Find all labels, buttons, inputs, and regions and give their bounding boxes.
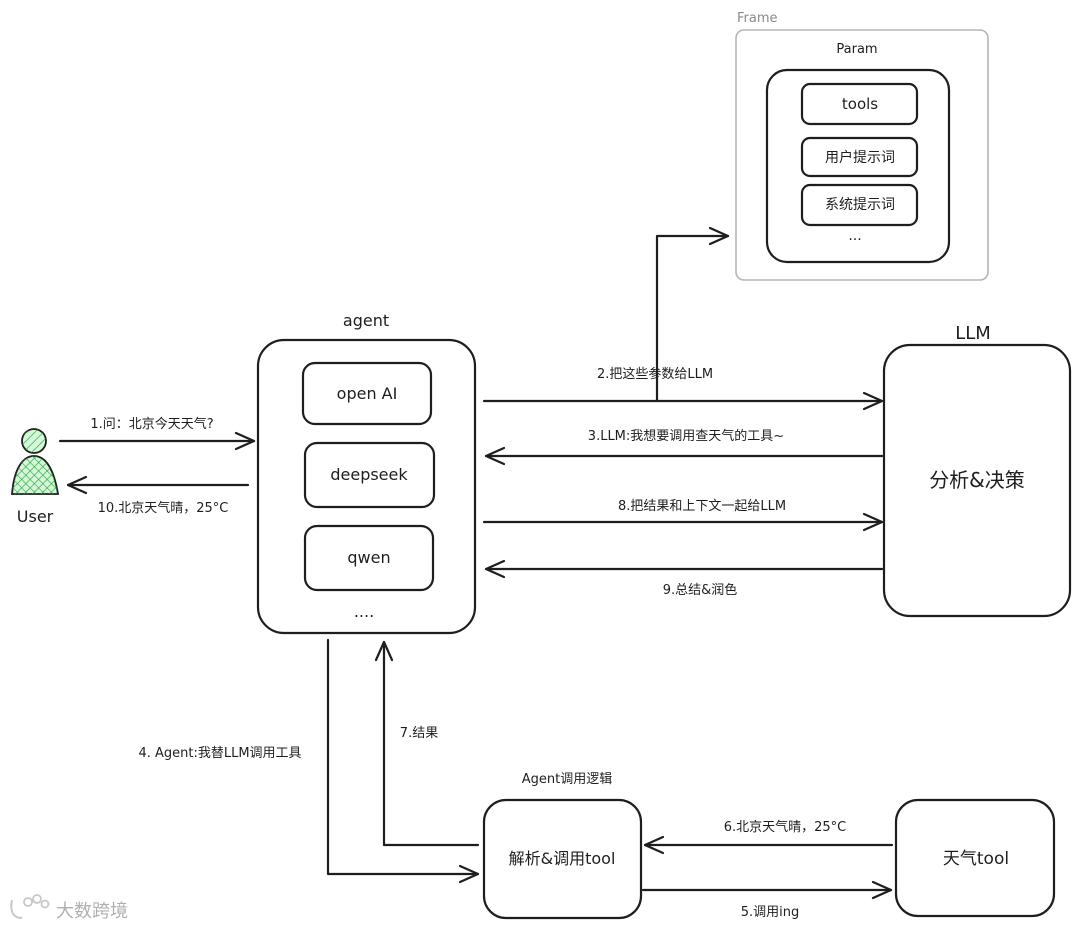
- model-qwen-label: qwen: [347, 548, 390, 567]
- param-item-user-prompt: [800, 136, 919, 178]
- param-item-system-prompt: [800, 183, 919, 227]
- edge-agent-calls-arrowhead: [458, 864, 480, 884]
- param-item-user-prompt-label: 用户提示词: [825, 149, 895, 166]
- tool-box: [894, 798, 1056, 918]
- watermark-logo-icon: [10, 894, 50, 919]
- edge-result-line: [382, 640, 480, 847]
- param-title: Param: [836, 42, 877, 57]
- tool-body: 天气tool: [943, 849, 1009, 869]
- edge-params-arrowhead: [862, 391, 884, 411]
- logic-box: [482, 798, 643, 920]
- edge-result-arrowhead: [374, 640, 394, 662]
- edge-params-label: 2.把这些参数给LLM: [597, 366, 713, 382]
- edge-params-branch-line: [655, 234, 730, 403]
- edge-summary-arrowhead: [484, 559, 506, 579]
- edge-context-label: 8.把结果和上下文一起给LLM: [618, 499, 786, 514]
- edge-tool-result-label: 6.北京天气晴，25°C: [724, 819, 847, 835]
- agent-title: agent: [343, 311, 389, 330]
- edge-answer-label: 10.北京天气晴，25°C: [98, 500, 229, 516]
- model-deepseek: [303, 441, 436, 509]
- model-qwen: [303, 524, 435, 592]
- model-openai: [301, 361, 433, 426]
- edge-llm-wants-label: 3.LLM:我想要调用查天气的工具~: [588, 428, 784, 444]
- edge-llm-wants-arrowhead: [484, 446, 506, 466]
- user-figure-icon: [11, 428, 60, 495]
- edge-calling-label: 5.调用ing: [741, 905, 800, 920]
- user-label: User: [17, 507, 54, 526]
- llm-title: LLM: [955, 323, 991, 344]
- edge-agent-calls-line: [326, 638, 480, 876]
- frame-label: Frame: [737, 11, 778, 26]
- watermark-text: 大数跨境: [56, 901, 128, 922]
- param-item-more: ...: [848, 228, 861, 244]
- edge-calling-arrowhead: [871, 880, 893, 900]
- edge-params-branch-arrowhead: [708, 226, 730, 246]
- llm-body: 分析&决策: [929, 468, 1025, 492]
- param-item-tools: [800, 82, 919, 126]
- edge-summary-label: 9.总结&润色: [663, 582, 738, 598]
- param-item-tools-label: tools: [842, 95, 878, 113]
- model-more: ....: [354, 602, 374, 621]
- edge-answer-arrowhead: [66, 475, 88, 495]
- param-item-system-prompt-label: 系统提示词: [825, 197, 895, 213]
- edge-result-label: 7.结果: [400, 726, 438, 741]
- model-deepseek-label: deepseek: [330, 465, 408, 484]
- edge-ask-label: 1.问：北京今天天气?: [90, 416, 213, 432]
- logic-body: 解析&调用tool: [509, 849, 616, 868]
- edge-agent-calls-label: 4. Agent:我替LLM调用工具: [138, 746, 301, 761]
- llm-box: [882, 343, 1072, 618]
- model-openai-label: open AI: [337, 384, 398, 403]
- edge-context-arrowhead: [862, 512, 884, 532]
- edge-ask-arrowhead: [234, 431, 256, 451]
- logic-title: Agent调用逻辑: [522, 772, 612, 787]
- edge-tool-result-arrowhead: [643, 835, 665, 855]
